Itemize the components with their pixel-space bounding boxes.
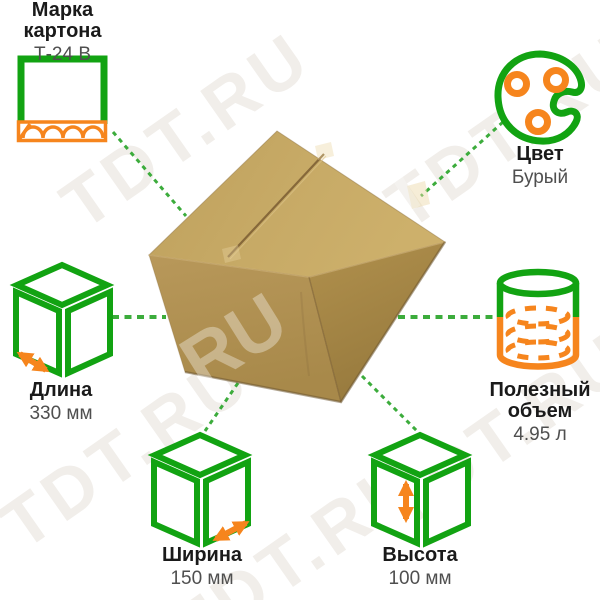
cardboard-grade-icon — [16, 55, 108, 143]
spec-label: Цвет — [516, 143, 564, 165]
height-cube-icon — [367, 431, 473, 548]
spec-value: Т-24 В — [33, 44, 92, 65]
spec-width: Ширина 150 мм — [132, 545, 272, 590]
box-top-seam — [227, 153, 325, 258]
paint-dot — [525, 109, 551, 135]
spec-length: Длина 330 мм — [0, 380, 122, 425]
spec-color: Цвет Бурый — [472, 144, 600, 189]
palette-icon — [494, 50, 585, 145]
spec-value: 330 мм — [29, 403, 93, 424]
spec-height: Высота 100 мм — [350, 545, 490, 590]
spec-value: 4.95 л — [513, 424, 567, 445]
connector-color — [419, 120, 505, 198]
paint-dot — [504, 71, 530, 97]
width-arrow — [212, 520, 250, 542]
spec-cardboard-grade: Марка картона Т-24 В — [0, 0, 125, 66]
connector-cardboard — [111, 131, 188, 217]
tape-patch — [407, 181, 430, 209]
spec-value: 150 мм — [170, 568, 234, 589]
connector-lines — [111, 120, 505, 434]
volume-cylinder-icon — [496, 268, 580, 370]
spec-value: 100 мм — [388, 568, 452, 589]
spec-value: Бурый — [511, 167, 569, 188]
spec-label: Марка картона — [23, 0, 102, 42]
liquid-level-dashes — [505, 305, 571, 361]
spec-label: Полезный объем — [489, 379, 591, 422]
connector-height — [360, 374, 420, 434]
spec-label: Ширина — [161, 544, 243, 566]
length-arrow — [16, 351, 50, 373]
connector-width — [203, 382, 240, 432]
spec-volume: Полезный объем 4.95 л — [462, 380, 600, 446]
tape-patch — [315, 142, 334, 160]
spec-label: Высота — [382, 544, 458, 566]
tape-patch — [222, 245, 241, 263]
spec-label: Длина — [29, 379, 93, 401]
length-cube-icon — [9, 261, 115, 378]
paint-dot — [543, 67, 569, 93]
